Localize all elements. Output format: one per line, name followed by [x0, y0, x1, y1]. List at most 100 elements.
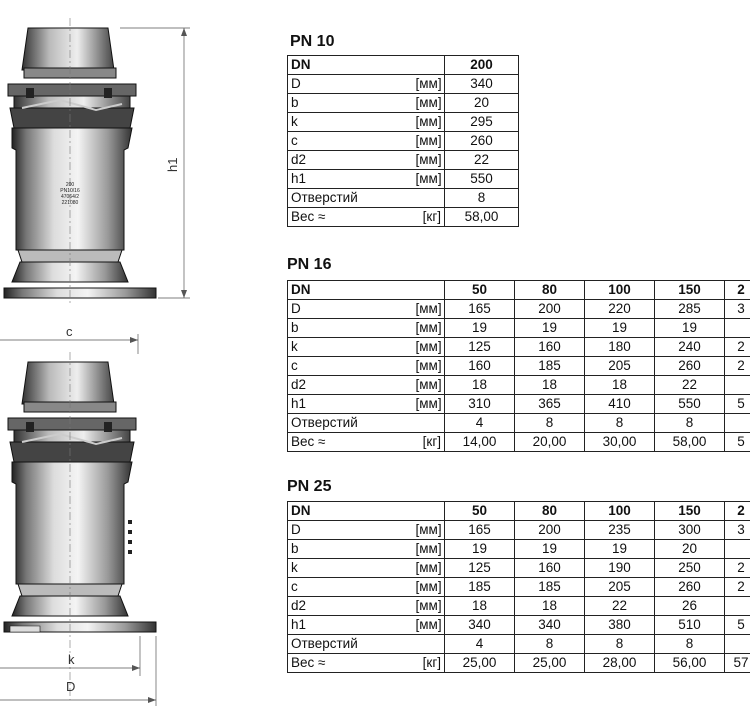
row-value: 25,00: [514, 653, 585, 673]
header-dn-value: 2: [724, 280, 750, 300]
row-parameter: Отверстий: [287, 188, 413, 208]
row-parameter: Вес ≈: [287, 432, 413, 452]
row-value: 165: [444, 520, 515, 540]
row-value: 26: [654, 596, 725, 616]
row-value: 160: [514, 558, 585, 578]
table-row: k[мм]295: [287, 112, 519, 132]
row-value: 19: [514, 318, 585, 338]
row-unit: [412, 188, 445, 208]
row-value: 205: [584, 356, 655, 376]
c-dimension: [0, 334, 139, 354]
row-value: 205: [584, 577, 655, 597]
row-value: 125: [444, 558, 515, 578]
row-unit: [мм]: [412, 539, 445, 559]
row-value: 18: [444, 596, 515, 616]
row-parameter: h1: [287, 169, 413, 189]
row-value: 165: [444, 299, 515, 319]
row-value: 58,00: [444, 207, 519, 227]
header-dn-label: DN: [287, 501, 413, 521]
row-value: 5: [724, 615, 750, 635]
row-unit: [мм]: [412, 112, 445, 132]
row-value: 185: [514, 356, 585, 376]
row-parameter: d2: [287, 375, 413, 395]
row-parameter: Отверстий: [287, 634, 413, 654]
row-value: 190: [584, 558, 655, 578]
row-parameter: Отверстий: [287, 413, 413, 433]
row-value: 3: [724, 299, 750, 319]
row-value: 2: [724, 558, 750, 578]
row-unit: [мм]: [412, 318, 445, 338]
engraving-line: 221080: [61, 200, 79, 206]
row-value: 22: [654, 375, 725, 395]
row-value: 30,00: [584, 432, 655, 452]
header-dn-value: 80: [514, 501, 585, 521]
row-value: 380: [584, 615, 655, 635]
row-value: 22: [584, 596, 655, 616]
c-dimension-label: c: [66, 324, 73, 339]
upper-valve-drawing: [3, 18, 190, 306]
row-unit: [кг]: [412, 653, 445, 673]
row-parameter: b: [287, 318, 413, 338]
row-value: 300: [654, 520, 725, 540]
row-value: 295: [444, 112, 519, 132]
table-row: b[мм]20: [287, 93, 519, 113]
row-value: 340: [444, 615, 515, 635]
header-dn-value: 150: [654, 501, 725, 521]
row-parameter: c: [287, 356, 413, 376]
row-unit: [412, 634, 445, 654]
k-dimension-label: k: [68, 652, 75, 667]
row-value: [724, 634, 750, 654]
row-value: 200: [514, 520, 585, 540]
table-row: d2[мм]22: [287, 150, 519, 170]
D-dimension-label: D: [66, 679, 76, 694]
row-value: 28,00: [584, 653, 655, 673]
row-value: 18: [444, 375, 515, 395]
body-engraving: 200 PN10/16 47064/2 221080: [50, 182, 90, 206]
row-value: 8: [444, 188, 519, 208]
k-dimension: [0, 636, 141, 676]
row-parameter: h1: [287, 394, 413, 414]
header-dn-value: 100: [584, 501, 655, 521]
row-unit: [мм]: [412, 356, 445, 376]
row-parameter: k: [287, 112, 413, 132]
row-value: 5: [724, 394, 750, 414]
row-value: 20: [444, 93, 519, 113]
row-value: 250: [654, 558, 725, 578]
row-unit: [мм]: [412, 74, 445, 94]
engraving-line: PN10/16: [60, 188, 80, 194]
row-unit: [кг]: [412, 432, 445, 452]
row-parameter: b: [287, 539, 413, 559]
header-dn-value: 50: [444, 501, 515, 521]
row-parameter: k: [287, 558, 413, 578]
row-value: 18: [514, 375, 585, 395]
row-value: 25,00: [444, 653, 515, 673]
row-value: 185: [514, 577, 585, 597]
row-unit: [412, 413, 445, 433]
table-row: Вес ≈[кг]58,00: [287, 207, 519, 227]
row-unit: [мм]: [412, 169, 445, 189]
row-parameter: Вес ≈: [287, 207, 413, 227]
row-value: 160: [514, 337, 585, 357]
row-parameter: D: [287, 74, 413, 94]
row-value: 8: [584, 634, 655, 654]
row-value: 18: [514, 596, 585, 616]
row-parameter: h1: [287, 615, 413, 635]
row-unit: [мм]: [412, 394, 445, 414]
row-value: 20: [654, 539, 725, 559]
table-title-pn10: PN 10: [290, 33, 335, 50]
row-value: 8: [654, 413, 725, 433]
